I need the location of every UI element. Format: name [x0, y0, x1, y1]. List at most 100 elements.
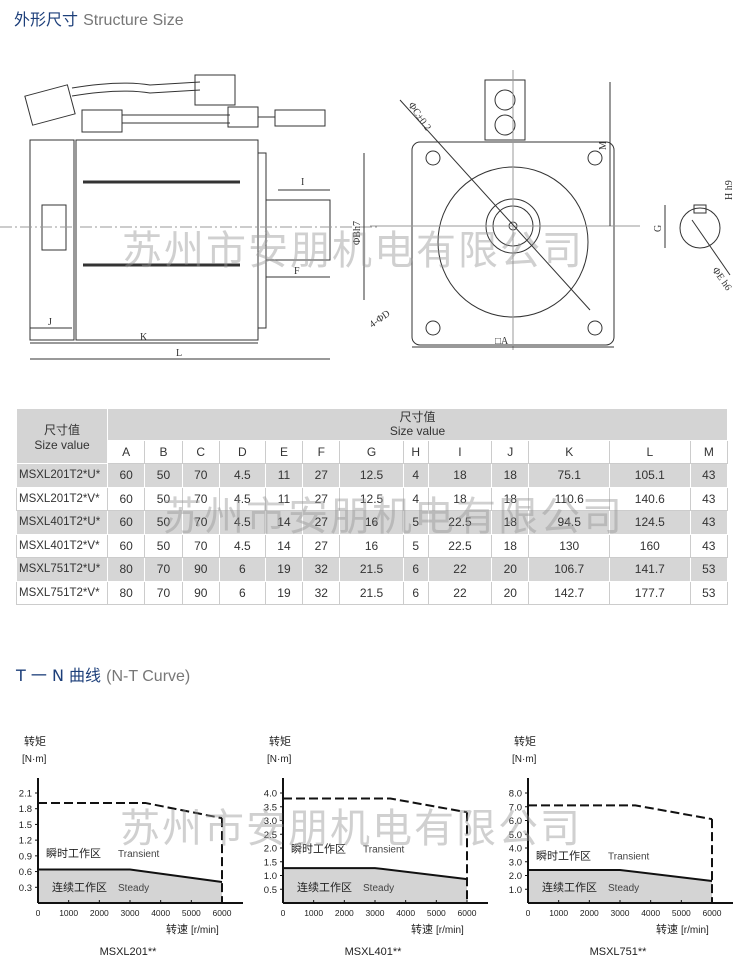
title-cn: 外形尺寸 [14, 10, 79, 29]
x-tick-label: 0 [36, 908, 41, 918]
y-tick-label: 1.5 [19, 820, 32, 831]
y-tick-label: 1.8 [19, 804, 32, 815]
value-cell: 70 [144, 557, 183, 582]
value-cell: 18 [427, 463, 493, 488]
column-header: E [264, 440, 304, 464]
column-header: L [609, 440, 691, 464]
encoder-plug [194, 74, 236, 106]
value-cell: 22 [427, 580, 493, 605]
x-tick-label: 6000 [213, 908, 232, 918]
y-axis-unit: [N·m] [22, 754, 47, 765]
value-cell: 5 [402, 533, 429, 558]
value-cell: 27 [302, 463, 341, 488]
x-tick-label: 6000 [458, 908, 477, 918]
value-cell: 4.5 [218, 463, 266, 488]
dim-label-g: G [653, 225, 664, 232]
value-cell: 141.7 [609, 557, 691, 582]
x-tick-label: 3000 [366, 908, 385, 918]
structure-size-title: 外形尺寸 Structure Size [14, 6, 184, 30]
value-cell: 70 [181, 510, 220, 535]
value-cell: 94.5 [528, 510, 611, 535]
steady-line [38, 868, 223, 884]
y-tick-label: 2.0 [509, 871, 522, 882]
value-cell: 50 [144, 463, 183, 488]
transient-label-cn: 瞬时工作区 [291, 843, 346, 856]
y-tick-label: 2.0 [264, 844, 277, 855]
dim-label-d: 4-ΦD [370, 308, 392, 330]
model-cell: MSXL401T2*U* [16, 510, 108, 535]
transient-label-en: Transient [118, 849, 160, 860]
value-cell: 4 [402, 463, 429, 488]
column-header: B [144, 440, 183, 464]
motor-body [75, 139, 259, 341]
x-tick-label: 5000 [182, 908, 201, 918]
value-cell: 5 [402, 510, 429, 535]
value-cell: 22.5 [427, 533, 493, 558]
dim-label-h: H h9 [724, 180, 735, 200]
y-tick-label: 0.3 [19, 883, 32, 894]
x-tick-label: 4000 [641, 908, 660, 918]
y-axis-label: 转矩 [24, 734, 46, 748]
value-cell: 60 [106, 486, 146, 511]
value-cell: 4 [402, 486, 429, 511]
steady-label-cn: 连续工作区 [52, 880, 107, 894]
value-cell: 18 [491, 533, 530, 558]
value-cell: 70 [144, 580, 183, 605]
value-cell: 6 [218, 557, 266, 582]
encoder-connector [24, 84, 76, 126]
model-cell: MSXL751T2*V* [16, 580, 108, 605]
steady-area [528, 870, 712, 903]
value-cell: 6 [218, 580, 266, 605]
value-cell: 18 [427, 486, 493, 511]
value-cell: 43 [689, 486, 729, 511]
value-cell: 11 [264, 463, 304, 488]
value-cell: 70 [181, 463, 220, 488]
value-cell: 16 [339, 510, 404, 535]
dim-label-b: ΦBh7 [352, 221, 363, 245]
corner-en: Size value [34, 437, 90, 452]
transient-line [283, 797, 468, 814]
transient-line [528, 804, 713, 821]
steady-label-en: Steady [118, 883, 149, 894]
x-axis-unit: [r/min] [191, 925, 219, 936]
value-cell: 4.5 [218, 510, 266, 535]
chart-title: MSXL751** [590, 946, 648, 958]
group-cn: 尺寸值 [399, 410, 436, 424]
x-tick-label: 0 [281, 908, 286, 918]
steady-label-cn: 连续工作区 [542, 880, 597, 894]
value-cell: 32 [302, 557, 341, 582]
shaft [265, 199, 331, 261]
x-tick-label: 3000 [611, 908, 630, 918]
title-cn: T 一 N 曲线 [16, 666, 102, 685]
flange [257, 152, 267, 329]
column-header: G [339, 440, 404, 464]
connector-block [484, 79, 526, 141]
y-tick-label: 5.0 [509, 830, 522, 841]
value-cell: 43 [689, 533, 729, 558]
column-header: I [427, 440, 493, 464]
value-cell: 43 [689, 510, 729, 535]
steady-label-en: Steady [363, 883, 394, 894]
value-cell: 20 [491, 580, 530, 605]
x-tick-label: 2000 [580, 908, 599, 918]
y-tick-label: 6.0 [509, 816, 522, 827]
x-axis-label: 转速 [656, 922, 678, 936]
x-tick-label: 1000 [304, 908, 323, 918]
y-axis-unit: [N·m] [267, 754, 292, 765]
chart-title: MSXL201** [100, 946, 158, 958]
x-tick-label: 4000 [151, 908, 170, 918]
x-tick-label: 0 [526, 908, 531, 918]
nt-curve-title: T 一 N 曲线 (N-T Curve) [16, 662, 190, 686]
value-cell: 60 [106, 510, 146, 535]
shaft-section [679, 207, 721, 249]
dim-label-k: K [140, 332, 148, 343]
value-cell: 21.5 [339, 557, 404, 582]
x-tick-label: 3000 [121, 908, 140, 918]
power-connector [81, 109, 123, 133]
rear-cover [29, 139, 75, 341]
value-cell: 124.5 [609, 510, 691, 535]
y-tick-label: 3.0 [264, 816, 277, 827]
